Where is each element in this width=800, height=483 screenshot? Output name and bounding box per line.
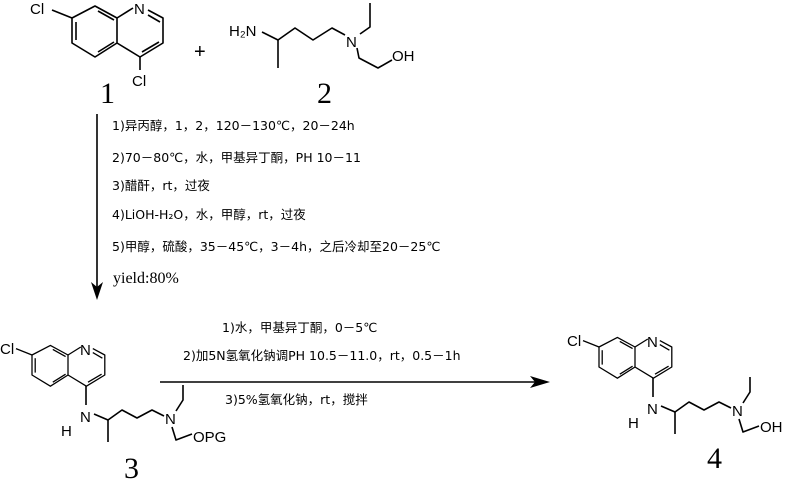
compound-3-structure: Cl N N H N OPG 3 bbox=[0, 341, 226, 483]
atom-n: N bbox=[165, 411, 176, 428]
condition-line: 3)5%氢氧化钠，rt，搅拌 bbox=[225, 392, 368, 407]
atom-n: N bbox=[732, 403, 743, 420]
compound-number-1: 1 bbox=[100, 77, 115, 110]
atom-h: H bbox=[61, 423, 72, 440]
condition-line: 2)70－80℃，水，甲基异丁酮，PH 10－11 bbox=[112, 150, 361, 165]
condition-line: 2)加5N氢氧化钠调PH 10.5－11.0，rt，0.5－1h bbox=[183, 348, 461, 363]
compound-number-2: 2 bbox=[317, 77, 332, 110]
compound-2-structure: H₂N N OH 2 bbox=[229, 3, 415, 110]
atom-oh: OH bbox=[392, 48, 415, 65]
condition-line: 5)甲醇，硫酸，35－45℃，3－4h，之后冷却至20－25℃ bbox=[112, 239, 440, 254]
atom-n: N bbox=[80, 409, 91, 426]
compound-number-3: 3 bbox=[124, 452, 139, 483]
plus-sign: + bbox=[194, 41, 206, 63]
atom-opg: OPG bbox=[193, 429, 226, 446]
atom-cl: Cl bbox=[30, 1, 44, 18]
atom-cl: Cl bbox=[132, 73, 146, 90]
atom-n: N bbox=[647, 334, 658, 351]
condition-line: 4)LiOH-H₂O，水，甲醇，rt，过夜 bbox=[112, 207, 306, 222]
compound-1-structure: Cl N Cl 1 bbox=[30, 1, 164, 110]
condition-line: 1)水，甲基异丁酮，0－5℃ bbox=[222, 320, 377, 335]
yield-label: yield:80% bbox=[113, 270, 179, 287]
atom-h: H bbox=[628, 415, 639, 432]
step2-conditions: 1)水，甲基异丁酮，0－5℃ 2)加5N氢氧化钠调PH 10.5－11.0，rt… bbox=[183, 320, 461, 407]
atom-cl: Cl bbox=[0, 341, 14, 358]
atom-n: N bbox=[346, 34, 357, 51]
atom-n: N bbox=[134, 1, 145, 18]
compound-4-structure: Cl N N H N OH 4 bbox=[567, 333, 783, 475]
atom-n: N bbox=[80, 342, 91, 359]
compound-number-4: 4 bbox=[707, 442, 722, 475]
atom-n: N bbox=[647, 401, 658, 418]
step1-conditions: 1)异丙醇，1，2，120－130℃，20－24h 2)70－80℃，水，甲基异… bbox=[112, 118, 440, 287]
step2-arrow bbox=[160, 376, 550, 388]
atom-cl: Cl bbox=[567, 333, 581, 350]
atom-oh: OH bbox=[760, 419, 783, 436]
atom-nh2: H₂N bbox=[229, 23, 257, 40]
condition-line: 3)醋酐，rt，过夜 bbox=[112, 178, 210, 193]
step1-arrow bbox=[91, 114, 103, 300]
condition-line: 1)异丙醇，1，2，120－130℃，20－24h bbox=[112, 118, 355, 133]
